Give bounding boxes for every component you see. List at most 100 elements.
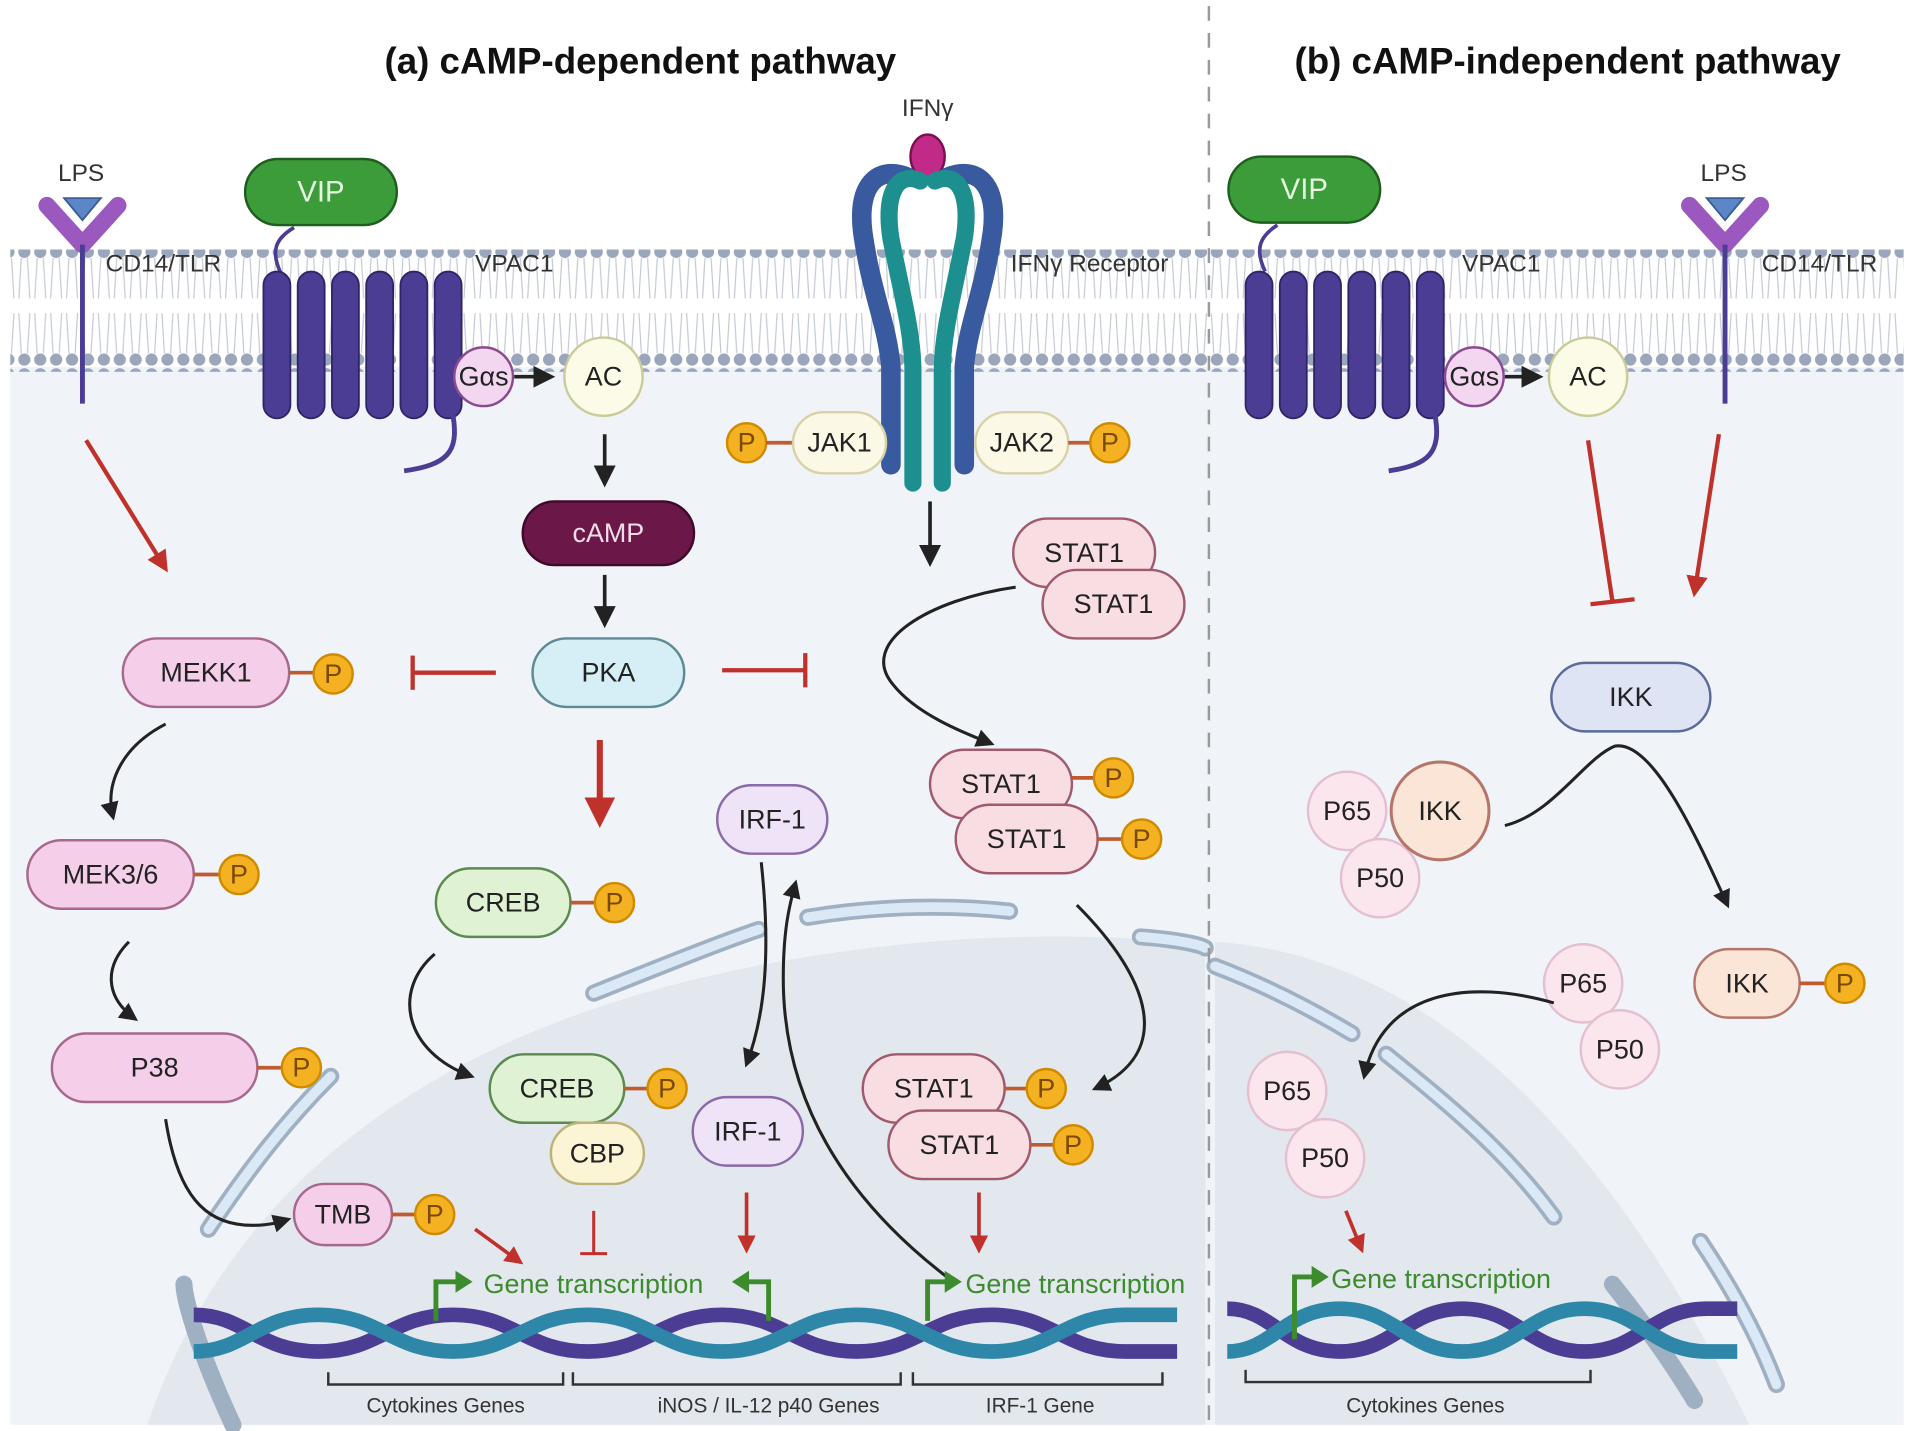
svg-text:P50: P50 bbox=[1596, 1034, 1644, 1064]
ac-node-b bbox=[1547, 336, 1629, 418]
nfkb-nucleus: P65 P50 bbox=[1246, 1050, 1366, 1199]
svg-text:AC: AC bbox=[1569, 362, 1606, 392]
tmb-group: TMB P bbox=[292, 1182, 456, 1247]
mek36-group: MEK3/6 P bbox=[26, 839, 260, 910]
phospho-icon bbox=[1089, 421, 1131, 464]
panel-b-title: (b) cAMP-independent pathway bbox=[1295, 40, 1842, 81]
creb-cytoplasm-group: CREB P bbox=[434, 867, 636, 939]
svg-text:Gαs: Gαs bbox=[1449, 362, 1499, 392]
vpac1-receptor-a: VIP VPAC1 bbox=[243, 157, 553, 474]
svg-text:VIP: VIP bbox=[297, 176, 344, 209]
svg-text:P: P bbox=[292, 1053, 310, 1083]
vip-ligand bbox=[1227, 155, 1382, 224]
svg-text:IKK: IKK bbox=[1609, 682, 1652, 712]
svg-text:P: P bbox=[1836, 968, 1854, 998]
p38-group: P38 P bbox=[50, 1032, 323, 1104]
irf1-nucleus bbox=[691, 1095, 805, 1167]
nfkb-cytoplasm: P65 P50 bbox=[1542, 942, 1661, 1090]
bracket-label-cytokines: Cytokines Genes bbox=[367, 1395, 525, 1418]
phospho-icon bbox=[1092, 757, 1135, 799]
promoter-arrow-icon bbox=[433, 1279, 460, 1321]
svg-text:LPS: LPS bbox=[58, 160, 104, 187]
panel-a-title: (a) cAMP-dependent pathway bbox=[385, 40, 897, 81]
arrow-lps-ikk bbox=[1686, 433, 1722, 598]
mekk1-group: MEKK1 P bbox=[121, 637, 354, 709]
svg-text:STAT1: STAT1 bbox=[961, 769, 1041, 799]
svg-text:VIP: VIP bbox=[1281, 173, 1328, 206]
svg-text:P: P bbox=[1037, 1074, 1055, 1104]
bracket-label-cytokines-b: Cytokines Genes bbox=[1346, 1395, 1504, 1418]
phospho-icon bbox=[1824, 962, 1866, 1005]
svg-text:P: P bbox=[1105, 763, 1123, 793]
svg-text:STAT1: STAT1 bbox=[920, 1130, 1000, 1160]
svg-text:IRF-1: IRF-1 bbox=[739, 804, 806, 834]
bracket-label-inos: iNOS / IL-12 p40 Genes bbox=[658, 1395, 880, 1418]
arrow-tmb-gene bbox=[473, 1227, 524, 1265]
arrow-creb-nucleus bbox=[408, 952, 475, 1080]
ac-node-a bbox=[563, 336, 644, 418]
bracket-label-irf1: IRF-1 Gene bbox=[986, 1395, 1095, 1418]
svg-text:IKK: IKK bbox=[1725, 968, 1768, 998]
phospho-icon bbox=[593, 881, 636, 924]
promoter-arrow-icon bbox=[944, 1270, 962, 1293]
svg-text:CD14/TLR: CD14/TLR bbox=[106, 251, 222, 278]
svg-text:P65: P65 bbox=[1263, 1076, 1311, 1106]
stat1-dimer-unphos: STAT1 STAT1 bbox=[1011, 517, 1186, 640]
arrow-p38-tmb bbox=[164, 1118, 292, 1233]
stat1-dimer-phos-cytoplasm: STAT1 P STAT1 P bbox=[928, 748, 1163, 875]
phospho-icon bbox=[1025, 1067, 1068, 1110]
arrow-mek36-p38 bbox=[109, 940, 139, 1021]
gene-transcription-2: Gene transcription bbox=[966, 1269, 1186, 1299]
svg-text:MEKK1: MEKK1 bbox=[160, 658, 251, 688]
svg-text:P65: P65 bbox=[1559, 968, 1607, 998]
svg-text:CBP: CBP bbox=[570, 1138, 625, 1168]
svg-text:P: P bbox=[426, 1200, 444, 1230]
inhibit-ac-ikk bbox=[1585, 439, 1635, 607]
promoter-arrow-icon bbox=[1292, 1274, 1316, 1340]
svg-text:IKK: IKK bbox=[1418, 796, 1461, 826]
bracket-irf1 bbox=[911, 1372, 1164, 1386]
arrow-irf1-nucleus bbox=[743, 862, 768, 1068]
svg-text:CREB: CREB bbox=[520, 1074, 595, 1104]
bracket-cytokines bbox=[327, 1372, 565, 1386]
svg-text:P50: P50 bbox=[1356, 863, 1404, 893]
phospho-icon bbox=[646, 1067, 688, 1110]
svg-text:LPS: LPS bbox=[1701, 160, 1747, 187]
svg-text:P65: P65 bbox=[1323, 796, 1371, 826]
svg-text:P38: P38 bbox=[131, 1053, 179, 1083]
lps-icon bbox=[62, 197, 103, 222]
svg-text:P: P bbox=[1101, 428, 1119, 458]
arrow-mekk1-mek36 bbox=[100, 722, 167, 821]
promoter-arrow-icon bbox=[925, 1279, 949, 1321]
inhibit-cbp-gene bbox=[580, 1210, 608, 1256]
dna-helix-b bbox=[1226, 1301, 1738, 1359]
arrow-nfkb-nucleus bbox=[1358, 990, 1555, 1080]
svg-text:Gαs: Gαs bbox=[459, 362, 509, 392]
irf1-cytoplasm bbox=[716, 783, 829, 855]
gas-node-b bbox=[1443, 346, 1505, 408]
phospho-icon bbox=[218, 853, 260, 896]
svg-text:TMB: TMB bbox=[315, 1200, 372, 1230]
inhibit-pka-mekk1 bbox=[410, 655, 496, 690]
camp-node bbox=[521, 500, 696, 567]
arrow-gene-irf1 bbox=[781, 879, 950, 1280]
arrow-ikk-phos bbox=[1504, 744, 1730, 909]
bracket-inos bbox=[571, 1372, 902, 1386]
lps-receptor-b: LPS CD14/TLR bbox=[1681, 160, 1877, 404]
promoter-arrow-icon bbox=[455, 1270, 473, 1293]
svg-text:P: P bbox=[1133, 824, 1151, 854]
nfkb-ikk-complex: P65 P50 IKK bbox=[1306, 760, 1491, 919]
pka-node bbox=[531, 637, 686, 709]
svg-text:P: P bbox=[738, 428, 756, 458]
promoter-arrow-icon bbox=[731, 1270, 750, 1293]
promoter-arrow-icon bbox=[746, 1279, 772, 1321]
gene-transcription-1: Gene transcription bbox=[484, 1269, 704, 1299]
svg-text:P: P bbox=[1064, 1130, 1082, 1160]
svg-text:P: P bbox=[658, 1074, 676, 1104]
arrow-stat1-phos bbox=[882, 585, 1016, 747]
phospho-icon bbox=[1120, 818, 1163, 860]
phospho-icon bbox=[1052, 1124, 1094, 1166]
phospho-icon bbox=[413, 1193, 456, 1236]
stat1-dimer-phos-nucleus: STAT1 P STAT1 P bbox=[861, 1053, 1094, 1181]
